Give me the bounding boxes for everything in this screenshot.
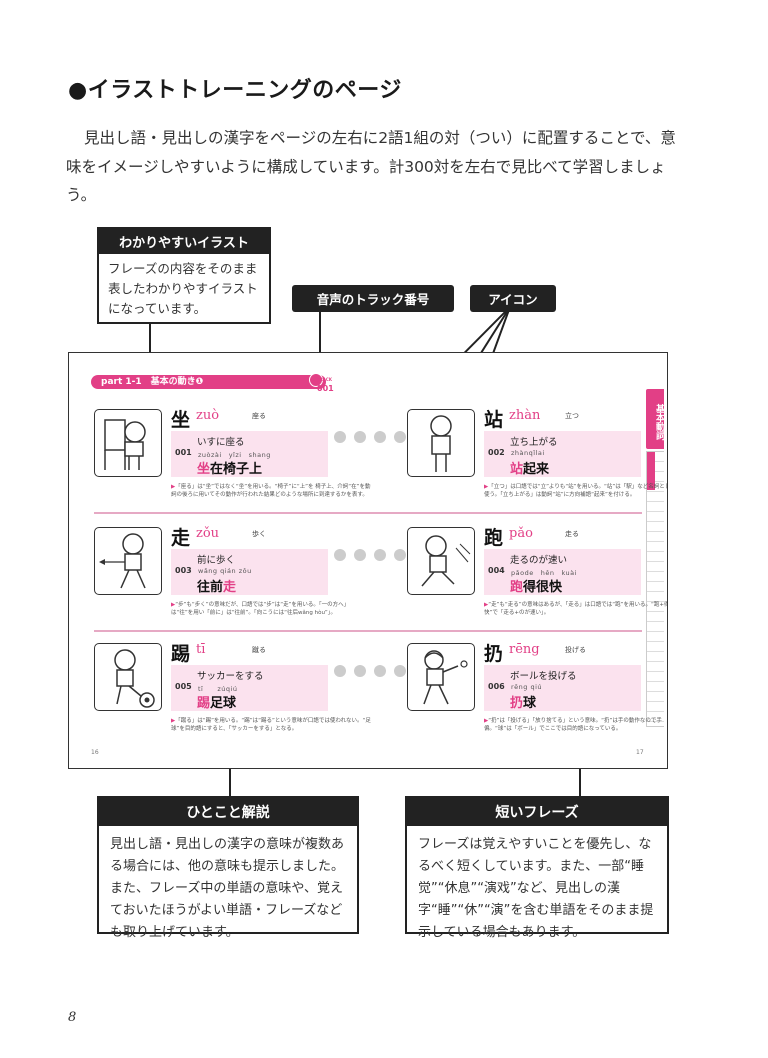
headword-meaning: 立つ — [565, 412, 579, 420]
phrase-box: ボールを投げる 006 rēng qiú 扔球 — [484, 665, 641, 711]
commentary-note: ▶“扔”は「投げる」「放り捨てる」という意味。“扔”は手の動作なので手偏。“球”… — [484, 718, 662, 732]
phrase-chinese: 坐在椅子上 — [197, 462, 263, 477]
phrase-number: 006 — [488, 682, 505, 691]
phrase-number: 002 — [488, 448, 505, 457]
intro-paragraph: 見出し語・見出しの漢字をページの左右に2語1組の対（つい）に配置することで、意味… — [66, 129, 676, 204]
illustration-callout-title: わかりやすいイラスト — [99, 229, 269, 254]
thumb-index — [646, 451, 664, 727]
icon-dots — [334, 665, 406, 677]
headword-meaning: 歩く — [252, 530, 266, 538]
icon-dots — [334, 431, 406, 443]
phrase-pinyin: pǎode hěn kuài — [511, 569, 577, 577]
short-phrase-callout-text: フレーズは覚えやすいことを優先し、なるべく短くしています。また、一部“睡觉”“休… — [418, 837, 654, 940]
headword-meaning: 蹴る — [252, 646, 266, 654]
page-number: 8 — [68, 1010, 77, 1025]
phrase-pinyin: zhànqǐlai — [511, 449, 545, 457]
headword-meaning: 走る — [565, 530, 579, 538]
illustration-sitting — [94, 409, 162, 477]
illustration-walking — [94, 527, 162, 595]
headword-pinyin: zhàn — [509, 408, 541, 423]
phrase-number: 003 — [175, 566, 192, 575]
phrase-pinyin: tī zúqiú — [198, 685, 238, 693]
commentary-callout: ひとこと解説 見出し語・見出しの漢字の意味が複数ある場合には、他の意味も提示しま… — [97, 796, 359, 940]
commentary-note: ▶“步”も“步く”の意味だが、口語では“步”は“走”を用いる。「一の方へ」は“往… — [171, 602, 350, 616]
entry-002: 站 zhàn 立つ 立ち上がる 002 zhànqǐlai 站起来 ▶「立つ」は… — [407, 405, 668, 510]
commentary-note: ▶「蹴る」は“踢”を用いる。“踢”は“踢る”という意味が口語では使われない。“足… — [171, 718, 371, 732]
commentary-callout-title: ひとこと解説 — [99, 798, 357, 826]
commentary-note: ▶「座る」は“坐”ではなく“坐”を用いる。“椅子”に“上”を 椅子上、介詞“在”… — [171, 484, 371, 498]
illustration-throwing — [407, 643, 475, 711]
phrase-chinese: 踢足球 — [197, 696, 237, 711]
headword-pinyin: pǎo — [509, 526, 533, 541]
phrase-japanese: 立ち上がる — [510, 437, 558, 448]
phrase-chinese: 往前走 — [197, 580, 237, 595]
phrase-pinyin: zuòzài yǐzi shang — [198, 451, 271, 459]
illustration-callout-text: フレーズの内容をそのまま表したわかりやすイラストになっています。 — [108, 261, 258, 316]
icon-dots — [334, 549, 406, 561]
headword-meaning: 座る — [252, 412, 266, 420]
phrase-chinese: 站起来 — [510, 462, 550, 477]
commentary-note: ▶「立つ」は口語では“立”よりも“站”を用いる。“站”は「駅」など名詞としても使… — [484, 484, 668, 498]
entry-004: 跑 pǎo 走る 走るのが速い 004 pǎode hěn kuài 跑得很快 … — [407, 523, 668, 628]
phrase-number: 005 — [175, 682, 192, 691]
phrase-number: 001 — [175, 448, 192, 457]
headword-hanzi: 坐 — [171, 409, 191, 431]
illustration-kicking — [94, 643, 162, 711]
short-phrase-callout: 短いフレーズ フレーズは覚えやすいことを優先し、なるべく短くしています。また、一… — [405, 796, 669, 940]
headword-pinyin: zuò — [196, 408, 220, 423]
side-tab: 基本動詞 — [646, 389, 664, 449]
audio-cd-icon — [309, 373, 323, 387]
phrase-box: 立ち上がる 002 zhànqǐlai 站起来 — [484, 431, 641, 477]
headword-pinyin: rēng — [509, 642, 540, 657]
phrase-japanese: 走るのが速い — [510, 555, 568, 566]
headword-hanzi: 走 — [171, 527, 191, 549]
illustration-standing — [407, 409, 475, 477]
commentary-note: ▶“走”も“走る”の意味はあるが、「走る」は口語では“跑”を用いる。“跑+得很快… — [484, 602, 668, 616]
page-heading: ●イラストトレーニングのページ — [68, 78, 402, 103]
phrase-chinese: 扔球 — [510, 696, 537, 711]
row-separator — [94, 512, 642, 514]
page-number-left: 16 — [91, 749, 99, 756]
entry-006: 扔 rēng 投げる ボールを投げる 006 rēng qiú 扔球 ▶“扔”は… — [407, 639, 667, 744]
phrase-box: 走るのが速い 004 pǎode hěn kuài 跑得很快 — [484, 549, 641, 595]
headword-hanzi: 踢 — [171, 643, 191, 665]
phrase-pinyin: wǎng qián zǒu — [198, 567, 252, 575]
phrase-japanese: いすに座る — [197, 437, 245, 448]
headword-pinyin: zǒu — [196, 526, 220, 541]
entry-003: 走 zǒu 歩く 前に歩く 003 wǎng qián zǒu 往前走 ▶“步”… — [94, 523, 384, 628]
phrase-box: サッカーをする 005 tī zúqiú 踢足球 — [171, 665, 328, 711]
icon-label: アイコン — [470, 285, 556, 312]
illustration-running — [407, 527, 475, 595]
headword-hanzi: 站 — [484, 409, 504, 431]
headword-meaning: 投げる — [565, 646, 586, 654]
phrase-box: いすに座る 001 zuòzài yǐzi shang 坐在椅子上 — [171, 431, 328, 477]
phrase-japanese: サッカーをする — [197, 671, 264, 682]
phrase-japanese: 前に歩く — [197, 555, 236, 566]
section-bar: part 1-1 基本の動き❶ — [91, 375, 326, 389]
phrase-number: 004 — [488, 566, 505, 575]
row-separator — [94, 630, 642, 632]
entry-005: 踢 tī 蹴る サッカーをする 005 tī zúqiú 踢足球 ▶「蹴る」は“… — [94, 639, 384, 744]
headword-hanzi: 扔 — [484, 643, 504, 665]
phrase-pinyin: rēng qiú — [511, 683, 543, 691]
illustration-callout: わかりやすいイラスト フレーズの内容をそのまま表したわかりやすイラストになってい… — [97, 227, 271, 324]
phrase-box: 前に歩く 003 wǎng qián zǒu 往前走 — [171, 549, 328, 595]
headword-pinyin: tī — [196, 642, 206, 657]
phrase-japanese: ボールを投げる — [510, 671, 577, 682]
entry-001: 坐 zuò 座る いすに座る 001 zuòzài yǐzi shang 坐在椅… — [94, 405, 384, 510]
track-number-label: 音声のトラック番号 — [292, 285, 454, 312]
phrase-chinese: 跑得很快 — [510, 580, 563, 595]
short-phrase-callout-title: 短いフレーズ — [407, 798, 667, 826]
headword-hanzi: 跑 — [484, 527, 504, 549]
commentary-callout-text: 見出し語・見出しの漢字の意味が複数ある場合には、他の意味も提示しました。また、フ… — [110, 837, 345, 940]
page-number-right: 17 — [636, 749, 644, 756]
